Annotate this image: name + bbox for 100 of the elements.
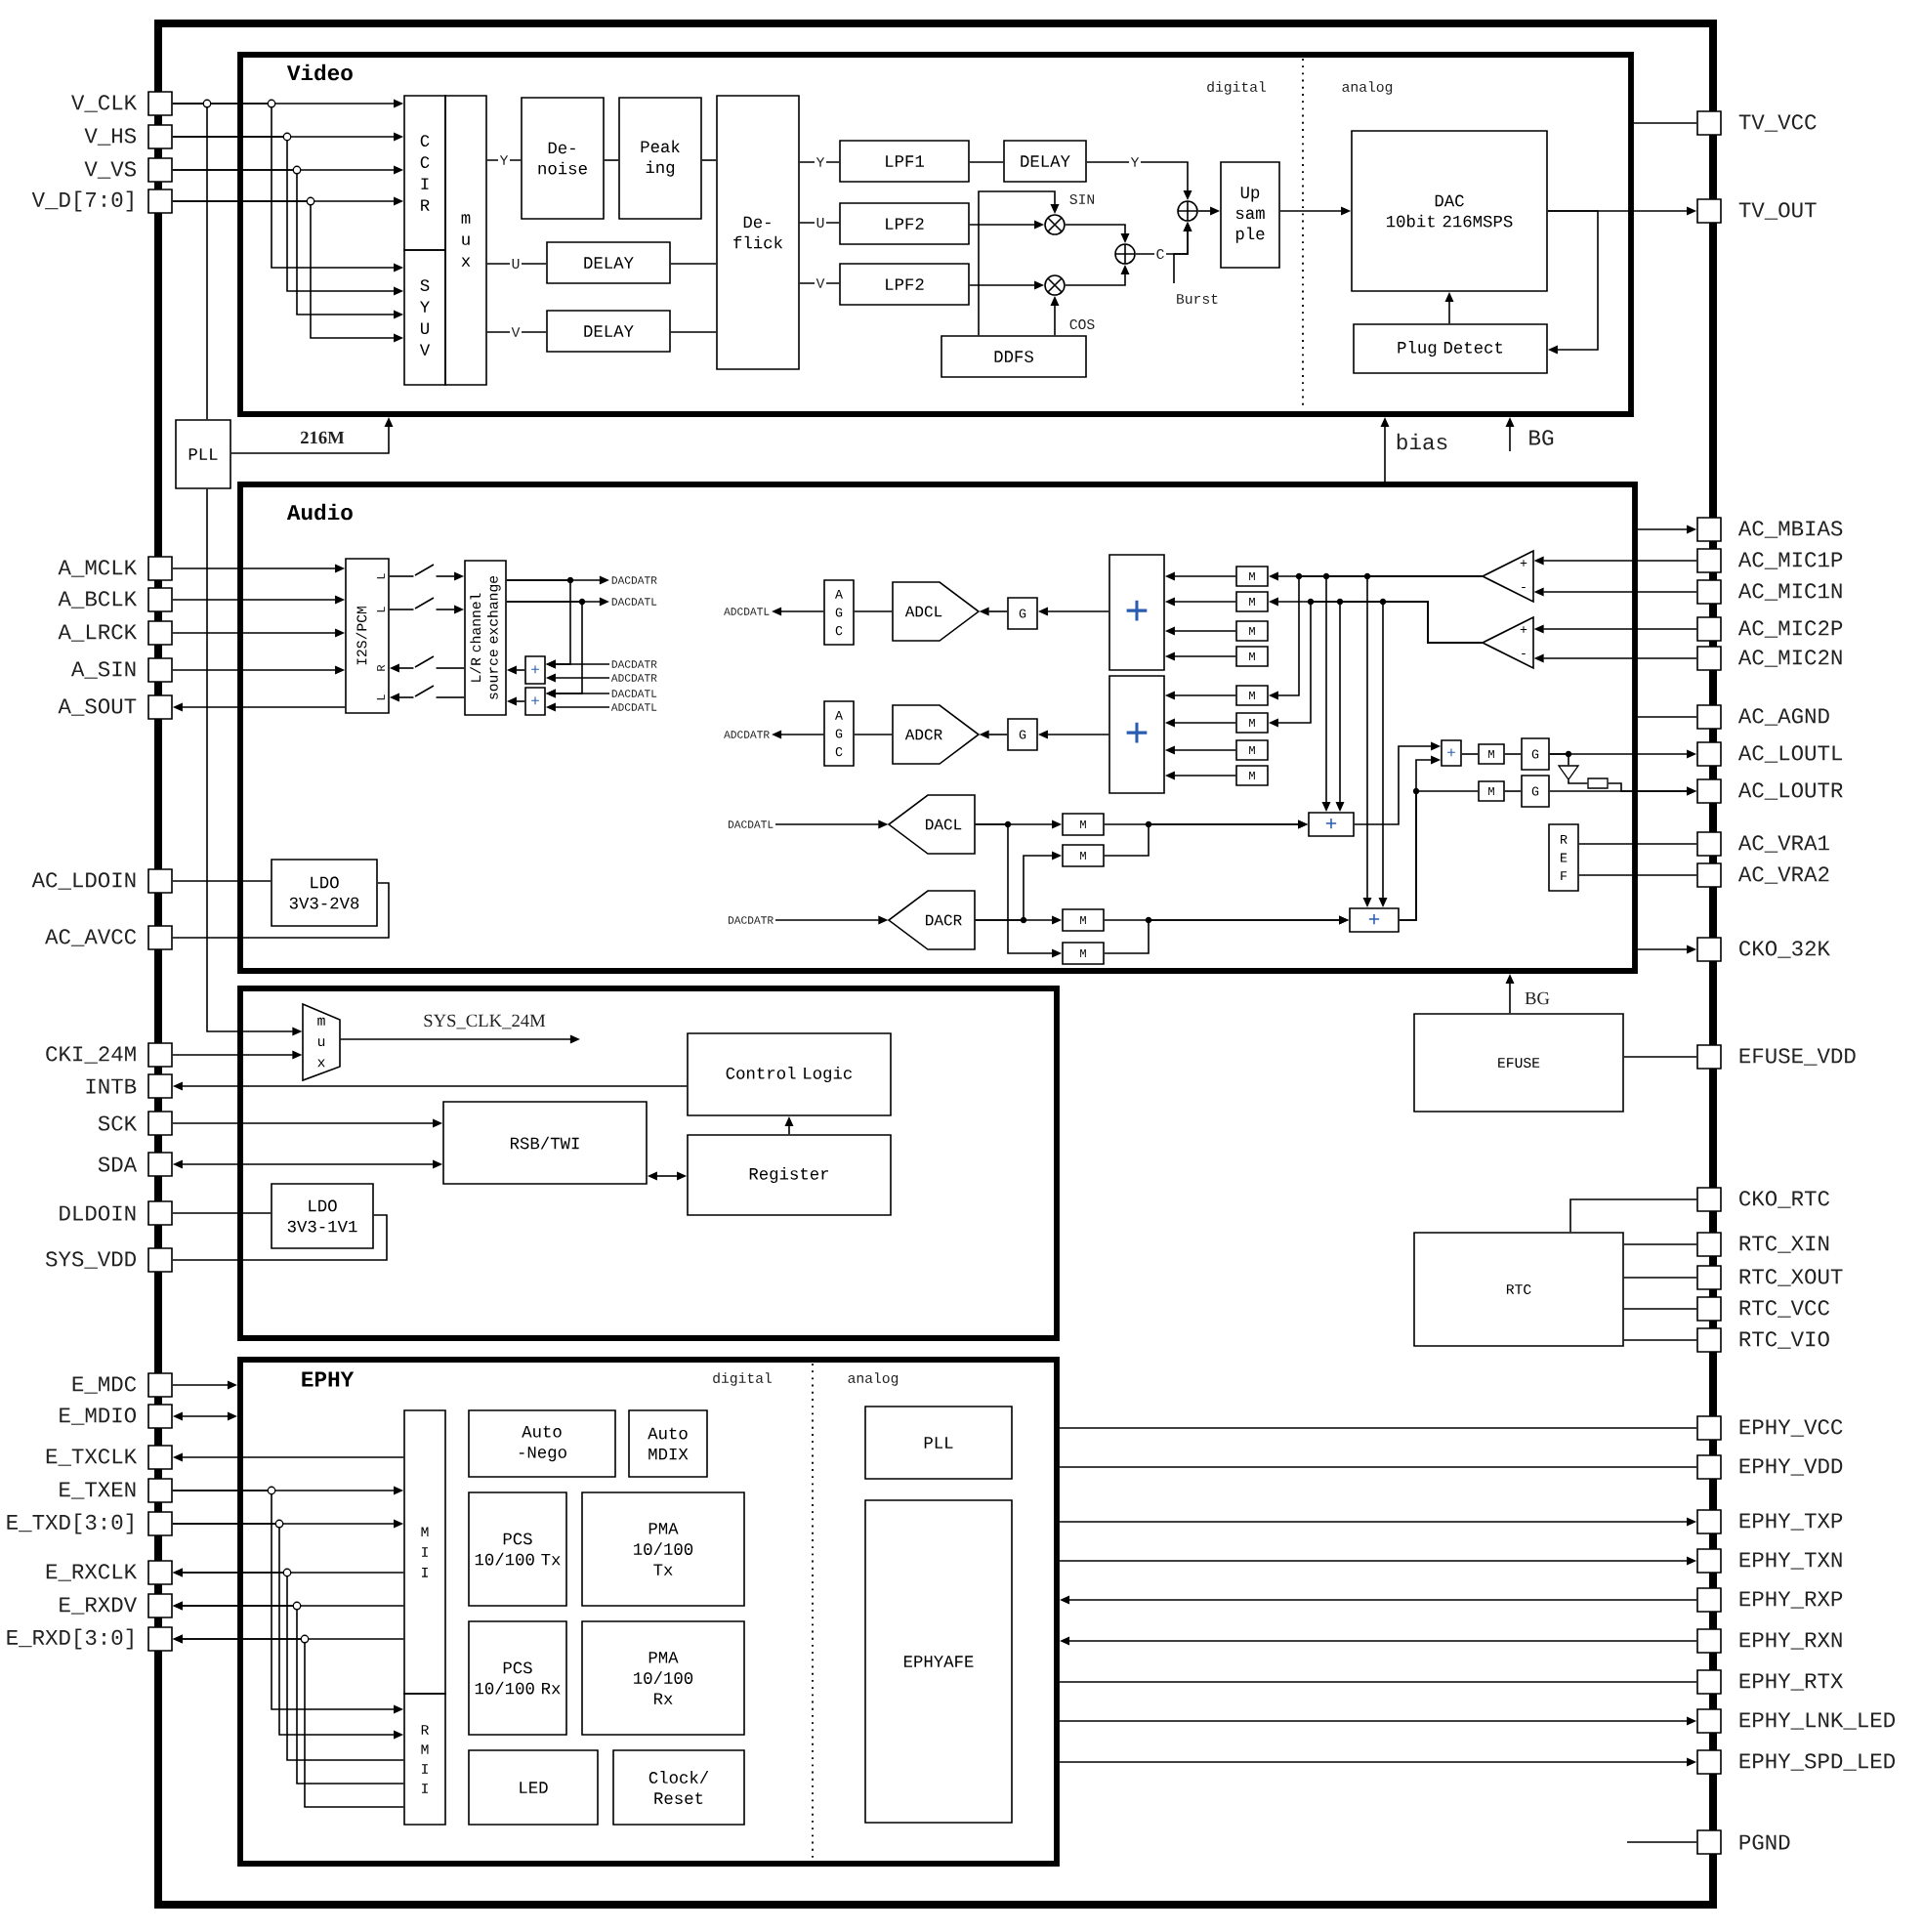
- line: [854, 610, 894, 612]
- converter-block: ADCL: [892, 581, 981, 642]
- switch-symbol: [414, 685, 435, 697]
- pin-name: E_TXCLK: [46, 1449, 138, 1466]
- function-block: C C I R: [403, 95, 446, 251]
- pin-name: EPHY_SPD_LED: [1739, 1753, 1895, 1771]
- pin-name: AC_VRA2: [1737, 866, 1829, 884]
- function-block: LPF2: [839, 202, 970, 245]
- line: [799, 161, 840, 163]
- line: [670, 263, 717, 265]
- function-block: De- flick: [716, 95, 800, 370]
- line: [435, 696, 465, 698]
- pin-name: E_RXDV: [60, 1597, 137, 1615]
- line: [1399, 790, 1479, 921]
- line: [1623, 1277, 1697, 1279]
- adder-block: +: [1441, 739, 1462, 767]
- pin-name: AC_AGND: [1737, 708, 1829, 726]
- line: [1623, 1339, 1697, 1341]
- pin-name: AC_LOUTL: [1737, 745, 1842, 763]
- line: [1623, 1308, 1697, 1310]
- switch-symbol: [414, 564, 435, 576]
- line: [701, 159, 717, 161]
- adder-block: +: [524, 687, 546, 716]
- line: [389, 575, 415, 577]
- function-block: Plug Detect: [1353, 323, 1548, 374]
- line: [854, 734, 894, 735]
- line: [1626, 1841, 1697, 1843]
- line: [1568, 778, 1589, 784]
- function-block: LDO 3V3-1V1: [271, 1183, 374, 1249]
- pin-name: EPHY_LNK_LED: [1739, 1712, 1895, 1730]
- function-block: Peak ing: [618, 97, 702, 220]
- multiplier-symbol: [1044, 214, 1066, 235]
- pin-name: TV_VCC: [1738, 114, 1817, 132]
- pin-name: AC_VRA1: [1737, 835, 1829, 853]
- pin-name: V_CLK: [71, 95, 138, 112]
- line: [486, 331, 547, 333]
- function-block: EPHYAFE: [864, 1499, 1013, 1824]
- line: [1059, 1681, 1697, 1683]
- line: [172, 103, 208, 420]
- adder-block: +: [1349, 907, 1400, 933]
- pin-name: CKI_24M: [46, 1046, 136, 1064]
- line: [172, 882, 390, 939]
- line: [1578, 843, 1697, 845]
- line: [1633, 122, 1697, 124]
- multiplier-symbol: [1044, 274, 1066, 296]
- function-block: DELAY: [546, 310, 671, 353]
- line: [389, 609, 415, 610]
- function-block: DELAY: [546, 241, 671, 284]
- function-block: DELAY: [1003, 140, 1087, 183]
- pin-name: EPHY_TXN: [1739, 1552, 1842, 1570]
- pin-name: AC_MIC2P: [1737, 620, 1843, 638]
- function-block: DDFS: [941, 335, 1087, 378]
- pin-name: EPHY_VDD: [1739, 1458, 1843, 1476]
- pin-name: AC_AVCC: [45, 929, 137, 946]
- pin-name: RTC_VIO: [1739, 1331, 1829, 1349]
- converter-block: DACL: [887, 794, 976, 855]
- function-block: De- noise: [521, 97, 605, 220]
- pin-name: SCK: [98, 1115, 138, 1131]
- line: [486, 159, 522, 161]
- pin-name: E_TXD[3:0]: [7, 1513, 133, 1534]
- pin-name: SYS_VDD: [45, 1251, 136, 1269]
- pin-name: AC_LOUTR: [1737, 782, 1843, 800]
- pin-name: RTC_XIN: [1739, 1236, 1829, 1253]
- function-block: Register: [687, 1134, 892, 1216]
- line: [1569, 1198, 1697, 1233]
- switch-symbol: [414, 597, 435, 609]
- pin-name: E_RXD[3:0]: [7, 1628, 133, 1650]
- line: [1059, 1427, 1697, 1429]
- line: [604, 159, 619, 161]
- pin-name: EFUSE_VDD: [1739, 1048, 1856, 1066]
- pin-name: EPHY_TXP: [1739, 1513, 1843, 1531]
- pin-name: V_VS: [84, 161, 136, 179]
- edge-label: bias: [1394, 432, 1450, 451]
- arrow: [978, 190, 1060, 337]
- line: [1549, 753, 1569, 767]
- function-block: LDO 3V3-2V8: [271, 859, 378, 927]
- pin-name: SDA: [98, 1156, 138, 1172]
- pin-name: DLDOIN: [60, 1205, 136, 1221]
- pin-name: E_TXEN: [60, 1482, 136, 1499]
- function-block: Auto MDIX: [628, 1409, 708, 1478]
- line: [969, 161, 1004, 163]
- function-block: S Y U V: [403, 249, 446, 386]
- function-block: PMA 10/100 Tx: [581, 1491, 745, 1607]
- pin-name: RTC_XOUT: [1739, 1269, 1843, 1286]
- line: [1637, 716, 1697, 718]
- line: [1578, 874, 1697, 876]
- pin-name: V_HS: [84, 128, 136, 146]
- pin-name: CKO_RTC: [1739, 1191, 1829, 1208]
- resistor-symbol: [1587, 777, 1609, 789]
- line: [1059, 1466, 1697, 1468]
- adder-block: +: [1108, 675, 1165, 794]
- function-block: DAC 10bit 216MSPS: [1351, 130, 1548, 292]
- function-block: PCS 10/100 Rx: [468, 1620, 567, 1736]
- line: [1504, 753, 1522, 755]
- converter-block: ADCR: [892, 704, 981, 765]
- pin-name: EPHY_RTX: [1739, 1673, 1843, 1691]
- line: [799, 282, 840, 284]
- function-block: RSB/TWI: [442, 1101, 648, 1185]
- line: [1461, 753, 1479, 755]
- pin-name: EPHY_VCC: [1739, 1419, 1843, 1437]
